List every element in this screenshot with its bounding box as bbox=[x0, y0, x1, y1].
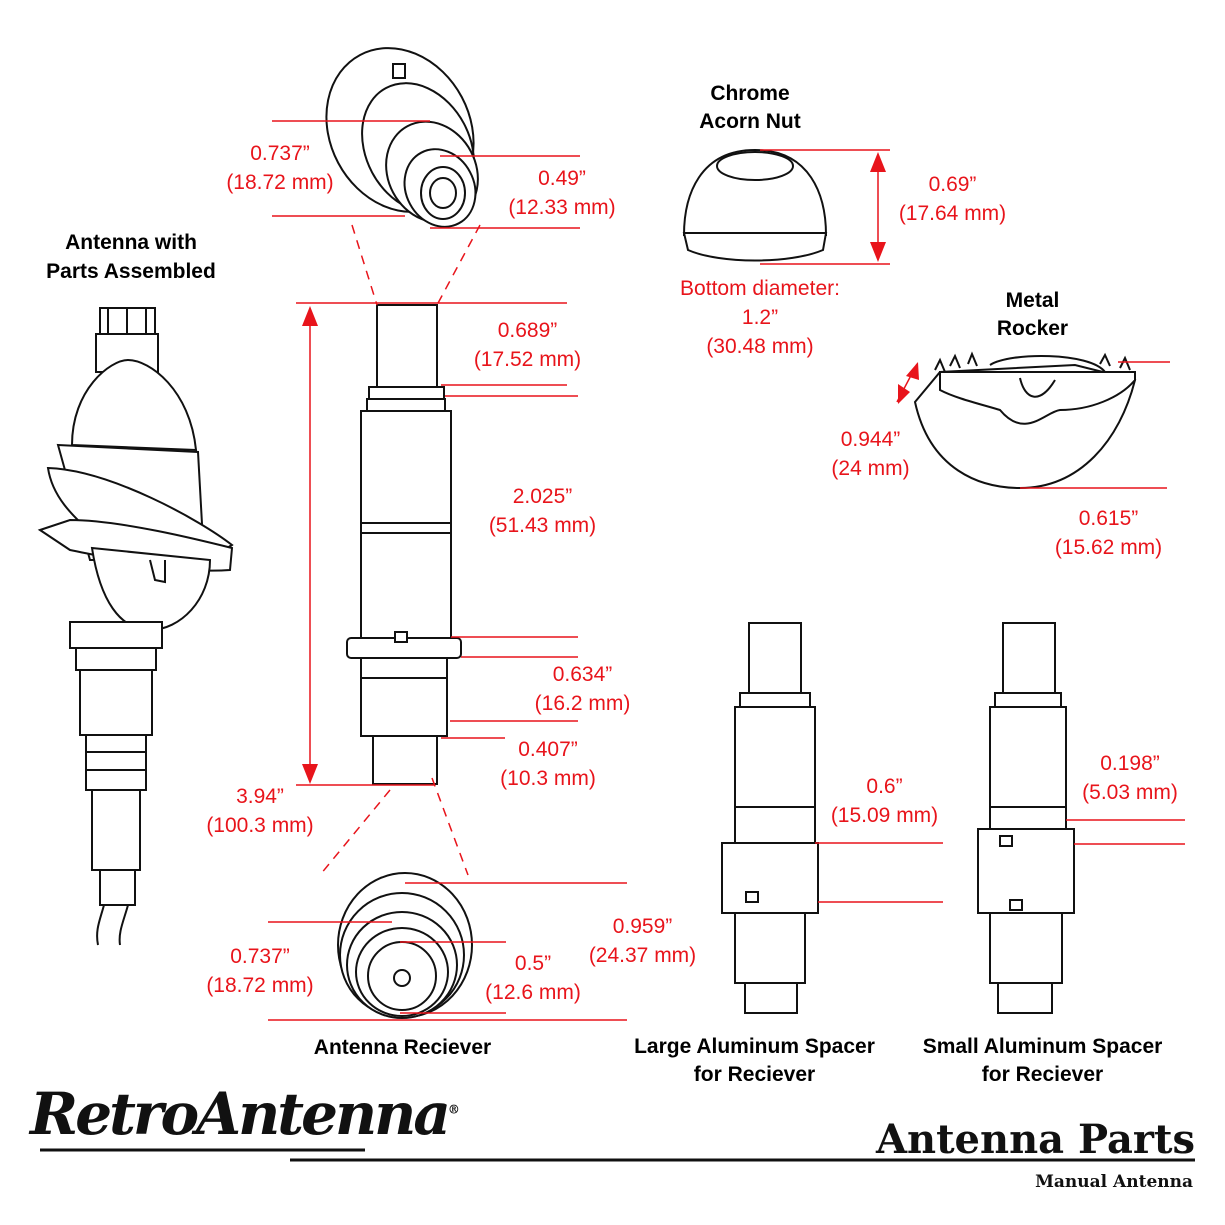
dim-bottom-outer-mm: (18.72 mm) bbox=[206, 974, 314, 997]
acorn-nut-title-line2: Acorn Nut bbox=[699, 110, 801, 133]
acorn-nut-drawing bbox=[682, 148, 828, 262]
doc-title: Antenna Parts bbox=[875, 1116, 1195, 1163]
dim-shaft-flange: 0.634” (16.2 mm) bbox=[515, 660, 650, 718]
dim-large-spacer-in: 0.6” bbox=[866, 775, 903, 798]
dim-acorn-bottom: Bottom diameter: 1.2” (30.48 mm) bbox=[660, 274, 860, 361]
receiver-title: Antenna Reciever bbox=[313, 1036, 492, 1059]
dim-acorn-bottom-in: 1.2” bbox=[741, 306, 779, 329]
large-spacer-title-line2: for Reciever bbox=[693, 1063, 816, 1086]
dim-bottom-inner-mm: (12.6 mm) bbox=[485, 981, 581, 1004]
dim-acorn-height-in: 0.69” bbox=[928, 173, 977, 196]
assembled-antenna-drawing bbox=[37, 307, 234, 946]
assembled-title-line2: Parts Assembled bbox=[46, 260, 216, 283]
logo-text: RetroAntenna bbox=[30, 1080, 451, 1148]
dim-acorn-height-mm: (17.64 mm) bbox=[898, 202, 1007, 225]
receiver-shaft-drawing bbox=[346, 304, 462, 785]
small-spacer-title: Small Aluminum Spacer for Reciever bbox=[900, 1033, 1185, 1089]
dim-top-inner: 0.49” (12.33 mm) bbox=[492, 164, 632, 222]
dim-shaft-total-in: 3.94” bbox=[236, 785, 284, 808]
acorn-nut-title-line1: Chrome bbox=[710, 82, 790, 105]
dim-bottom-inner: 0.5” (12.6 mm) bbox=[468, 949, 598, 1007]
dim-shaft-tip: 0.407” (10.3 mm) bbox=[483, 735, 613, 793]
small-spacer-title-line1: Small Aluminum Spacer bbox=[922, 1035, 1163, 1058]
dim-shaft-mid: 2.025” (51.43 mm) bbox=[470, 482, 615, 540]
dim-large-spacer: 0.6” (15.09 mm) bbox=[812, 772, 957, 830]
dim-bottom-outer-in: 0.737” bbox=[230, 945, 290, 968]
metal-rocker-title: Metal Rocker bbox=[975, 287, 1090, 343]
dim-rocker-height-mm: (24 mm) bbox=[831, 457, 910, 480]
dim-rocker-bottom-mm: (15.62 mm) bbox=[1054, 536, 1163, 559]
registered-mark: ® bbox=[447, 1102, 460, 1117]
small-spacer-drawing bbox=[977, 622, 1075, 1014]
dim-rocker-height: 0.944” (24 mm) bbox=[808, 425, 933, 483]
small-spacer-title-line2: for Reciever bbox=[981, 1063, 1104, 1086]
dim-large-spacer-mm: (15.09 mm) bbox=[830, 804, 939, 827]
dim-shaft-tip-mm: (10.3 mm) bbox=[500, 767, 596, 790]
dim-bottom-big-mm: (24.37 mm) bbox=[588, 944, 697, 967]
dim-rocker-bottom: 0.615” (15.62 mm) bbox=[1036, 504, 1181, 562]
dim-shaft-mid-in: 2.025” bbox=[512, 485, 573, 508]
top-end-drawing bbox=[325, 47, 479, 228]
dim-acorn-bottom-label: Bottom diameter: bbox=[680, 277, 840, 300]
dim-shaft-top-in: 0.689” bbox=[497, 319, 558, 342]
dim-rocker-bottom-in: 0.615” bbox=[1078, 507, 1139, 530]
dim-bottom-inner-in: 0.5” bbox=[514, 952, 552, 975]
retro-antenna-logo: RetroAntenna® bbox=[30, 1080, 460, 1148]
large-spacer-drawing bbox=[721, 622, 819, 1014]
dim-shaft-flange-in: 0.634” bbox=[552, 663, 613, 686]
dim-top-inner-in: 0.49” bbox=[538, 167, 586, 190]
dim-top-outer-in: 0.737” bbox=[250, 142, 310, 165]
dim-top-outer: 0.737” (18.72 mm) bbox=[205, 139, 355, 197]
dim-bottom-big-in: 0.959” bbox=[612, 915, 673, 938]
dim-acorn-height: 0.69” (17.64 mm) bbox=[880, 170, 1025, 228]
bottom-end-drawing bbox=[337, 872, 473, 1019]
dim-rocker-height-in: 0.944” bbox=[840, 428, 901, 451]
metal-rocker-title-line2: Rocker bbox=[996, 317, 1069, 340]
dim-acorn-bottom-mm: (30.48 mm) bbox=[706, 335, 814, 358]
dim-small-spacer-in: 0.198” bbox=[1100, 752, 1160, 775]
dim-shaft-flange-mm: (16.2 mm) bbox=[534, 692, 631, 715]
dim-top-inner-mm: (12.33 mm) bbox=[508, 196, 616, 219]
dim-shaft-total: 3.94” (100.3 mm) bbox=[190, 782, 330, 840]
assembled-title-line1: Antenna with bbox=[65, 231, 197, 254]
dim-shaft-mid-mm: (51.43 mm) bbox=[488, 514, 597, 537]
acorn-nut-title: Chrome Acorn Nut bbox=[690, 80, 810, 136]
dim-shaft-tip-in: 0.407” bbox=[518, 738, 578, 761]
dim-shaft-total-mm: (100.3 mm) bbox=[206, 814, 314, 837]
dim-small-spacer-mm: (5.03 mm) bbox=[1082, 781, 1178, 804]
dim-small-spacer: 0.198” (5.03 mm) bbox=[1065, 749, 1195, 807]
dim-bottom-big: 0.959” (24.37 mm) bbox=[570, 912, 715, 970]
large-spacer-title-line1: Large Aluminum Spacer bbox=[634, 1035, 875, 1058]
metal-rocker-title-line1: Metal bbox=[1005, 289, 1060, 312]
large-spacer-title: Large Aluminum Spacer for Reciever bbox=[612, 1033, 897, 1089]
dim-bottom-outer: 0.737” (18.72 mm) bbox=[185, 942, 335, 1000]
metal-rocker-drawing bbox=[913, 351, 1137, 490]
dim-top-outer-mm: (18.72 mm) bbox=[226, 171, 334, 194]
dim-shaft-top-mm: (17.52 mm) bbox=[473, 348, 582, 371]
doc-subtitle: Manual Antenna bbox=[1035, 1172, 1193, 1192]
dim-shaft-top: 0.689” (17.52 mm) bbox=[455, 316, 600, 374]
